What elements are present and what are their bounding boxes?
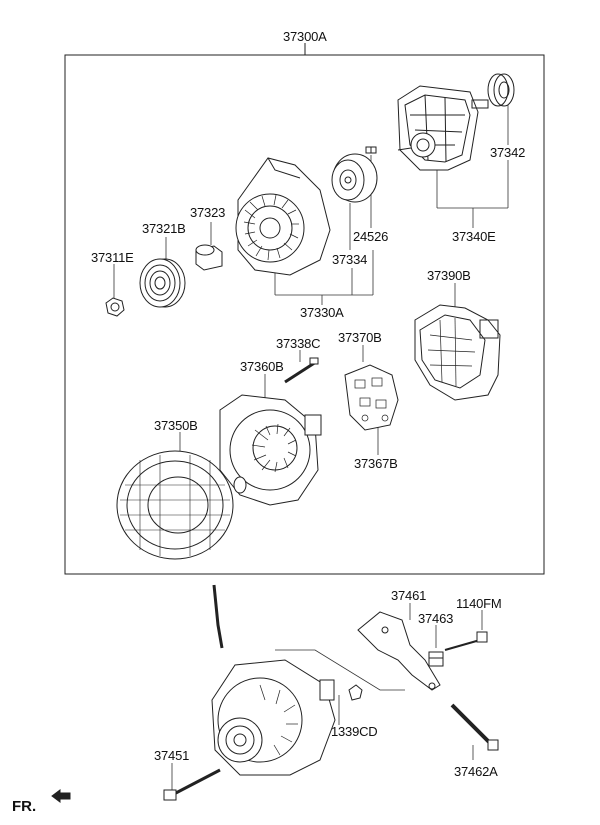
part-label-37462A: 37462A — [454, 764, 498, 779]
part-label-1140FM: 1140FM — [456, 596, 502, 611]
part-label-37334: 37334 — [332, 252, 368, 267]
bolt-1140fm-drawing — [444, 631, 488, 651]
part-label-37323: 37323 — [190, 205, 226, 220]
stator-37350b-drawing — [116, 450, 234, 560]
spacer-37323-drawing — [195, 244, 223, 271]
regulator-37370b-drawing — [344, 364, 399, 431]
alternator-assembly-drawing — [211, 584, 363, 776]
bearing-37334-drawing — [331, 153, 378, 203]
part-label-37360B: 37360B — [240, 359, 284, 374]
nut-37311e-drawing — [105, 297, 125, 317]
assembly-label: 37300A — [283, 29, 327, 44]
bracket-37461-drawing — [357, 611, 441, 691]
leader-lines — [113, 105, 509, 790]
part-label-37451: 37451 — [154, 748, 190, 763]
part-label-37461: 37461 — [391, 588, 427, 603]
bolt-37451-drawing — [163, 768, 221, 801]
rear-housing-drawing — [219, 394, 322, 506]
bearing-37342-drawing — [487, 73, 515, 107]
part-label-37340E: 37340E — [452, 229, 496, 244]
bolt-37462a-drawing — [450, 703, 499, 751]
front-arrow-icon — [51, 789, 71, 803]
front-marker-label: FR. — [12, 798, 37, 815]
part-label-37311E: 37311E — [91, 250, 134, 265]
part-label-37350B: 37350B — [154, 418, 198, 433]
screw-24526-drawing — [365, 146, 377, 154]
rotor-assembly-drawing — [397, 85, 489, 171]
rear-cover-drawing — [414, 304, 501, 401]
bolt-37338c-drawing — [284, 357, 319, 384]
part-label-1339CD: 1339CD — [331, 724, 378, 739]
part-label-37367B: 37367B — [354, 456, 398, 471]
nut-37463-drawing — [428, 651, 444, 667]
part-label-37338C: 37338C — [276, 336, 321, 351]
part-label-37463: 37463 — [418, 611, 454, 626]
front-housing-drawing — [235, 157, 331, 276]
part-label-37342: 37342 — [490, 145, 526, 160]
part-label-37321B: 37321B — [142, 221, 186, 236]
part-label-37390B: 37390B — [427, 268, 471, 283]
part-label-37330A: 37330A — [300, 305, 344, 320]
part-label-37370B: 37370B — [338, 330, 382, 345]
pulley-37321b-drawing — [139, 258, 186, 308]
part-label-24526: 24526 — [353, 229, 389, 244]
